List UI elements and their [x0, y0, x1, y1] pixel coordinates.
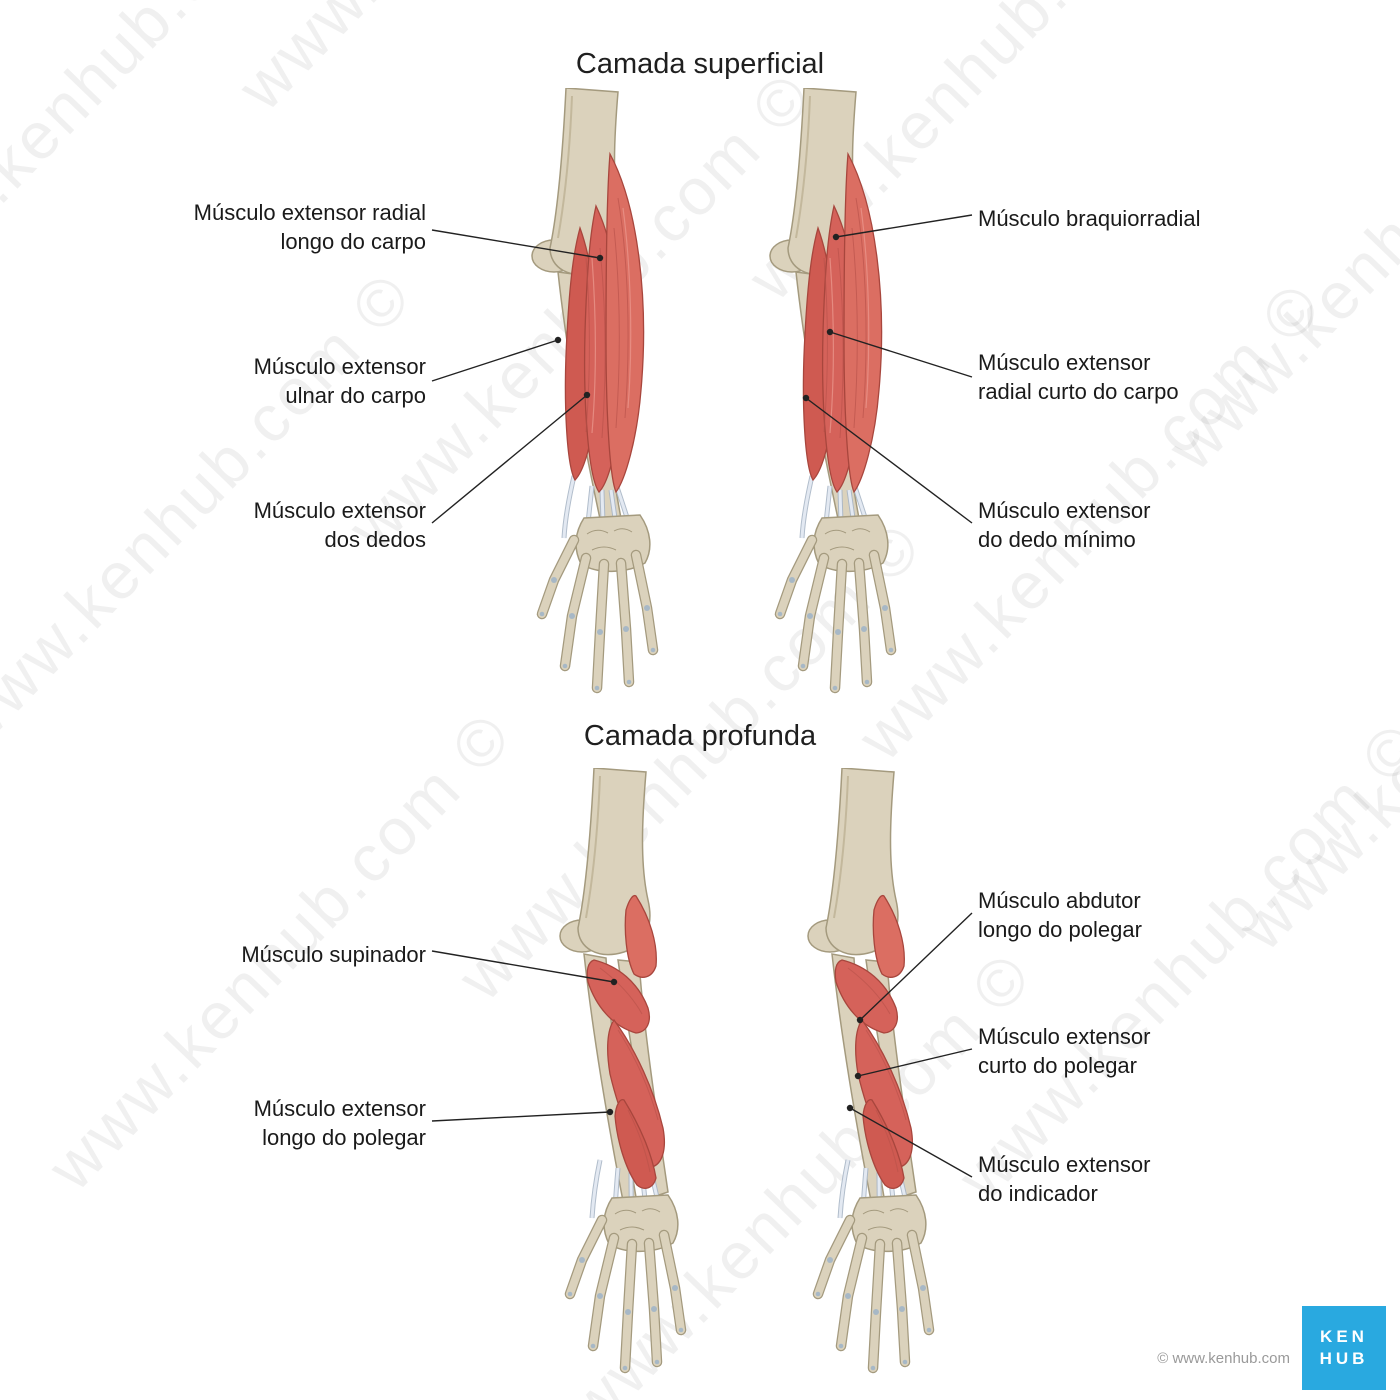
- arm-deep-left: [496, 768, 736, 1388]
- label-extensor-curto-do-polegar: Músculo extensor curto do polegar: [978, 1024, 1151, 1079]
- section-title-superficial: Camada superficial: [575, 48, 825, 80]
- kenhub-logo-line2: HUB: [1319, 1349, 1369, 1368]
- arm-superficial-right: [706, 88, 946, 708]
- label-extensor-dos-dedos: Músculo extensor dos dedos: [253, 498, 426, 553]
- label-extensor-do-dedo-minimo: Músculo extensor do dedo mínimo: [978, 498, 1151, 553]
- kenhub-logo: KEN HUB: [1302, 1306, 1386, 1390]
- kenhub-logo-line1: KEN: [1320, 1326, 1368, 1346]
- copyright-text: © www.kenhub.com: [1157, 1350, 1290, 1367]
- label-extensor-radial-longo-do-carpo: Músculo extensor radial longo do carpo: [193, 200, 426, 255]
- arm-deep-right: [744, 768, 984, 1388]
- label-supinador: Músculo supinador: [241, 942, 426, 967]
- watermark-text: www.kenhub.com ©: [943, 707, 1400, 1214]
- section-title-profunda: Camada profunda: [583, 720, 817, 752]
- label-extensor-radial-curto-do-carpo: Músculo extensor radial curto do carpo: [978, 350, 1179, 405]
- label-extensor-longo-do-polegar: Músculo extensor longo do polegar: [253, 1096, 426, 1151]
- label-abdutor-longo-do-polegar: Músculo abdutor longo do polegar: [978, 888, 1142, 943]
- label-braquiorradial: Músculo braquiorradial: [978, 206, 1201, 231]
- label-extensor-do-indicador: Músculo extensor do indicador: [978, 1152, 1151, 1207]
- arm-superficial-left: [468, 88, 708, 708]
- label-extensor-ulnar-do-carpo: Músculo extensor ulnar do carpo: [253, 354, 426, 409]
